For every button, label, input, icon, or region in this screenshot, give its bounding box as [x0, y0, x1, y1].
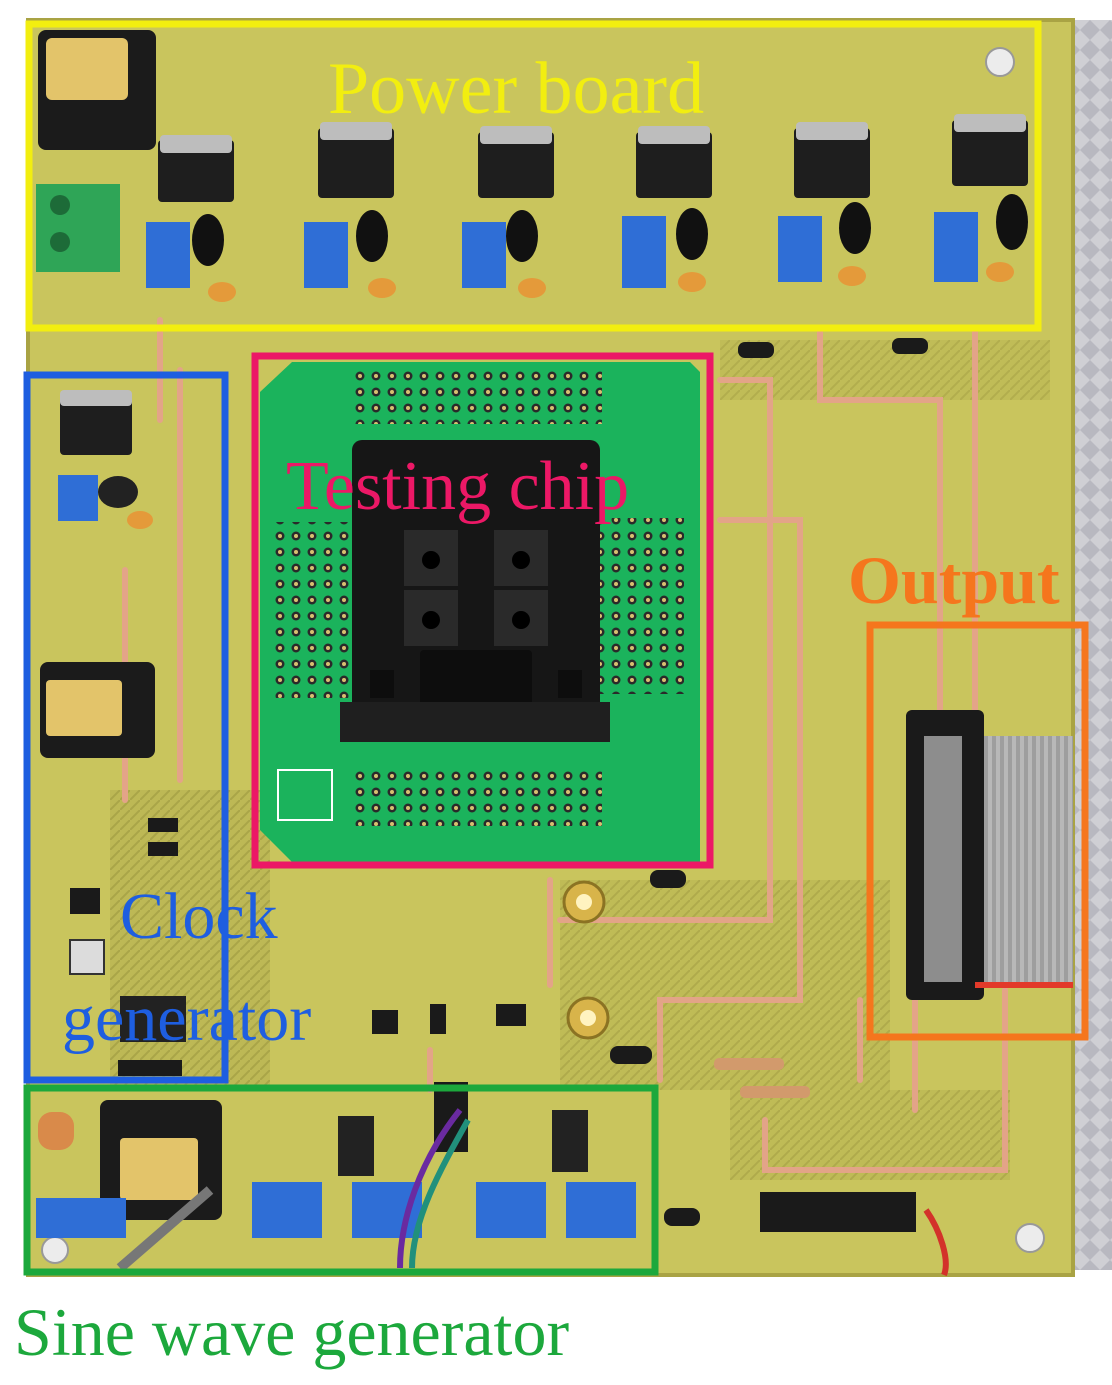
power-board-label: Power board [328, 48, 705, 130]
output-box [866, 621, 1089, 1041]
testing-chip-box [251, 352, 714, 869]
power-board-components [36, 30, 1028, 302]
clock-generator-box [23, 371, 229, 1084]
output-connector [906, 710, 1073, 1000]
clock-generator-components [40, 390, 186, 1076]
clock-generator-label-line1: Clock [120, 880, 278, 953]
annotation-boxes [23, 20, 1089, 1276]
sine-wave-generator-box [23, 1084, 659, 1276]
power-board-box [25, 20, 1042, 332]
testing-chip-label: Testing chip [286, 448, 630, 525]
sine-wave-generator-components [36, 1082, 949, 1277]
center-components [372, 338, 928, 1098]
sine-wave-generator-label: Sine wave generator [14, 1294, 570, 1370]
output-label: Output [848, 542, 1060, 618]
clock-generator-label-line2: generator [62, 982, 312, 1055]
testing-chip-socket [260, 362, 700, 862]
